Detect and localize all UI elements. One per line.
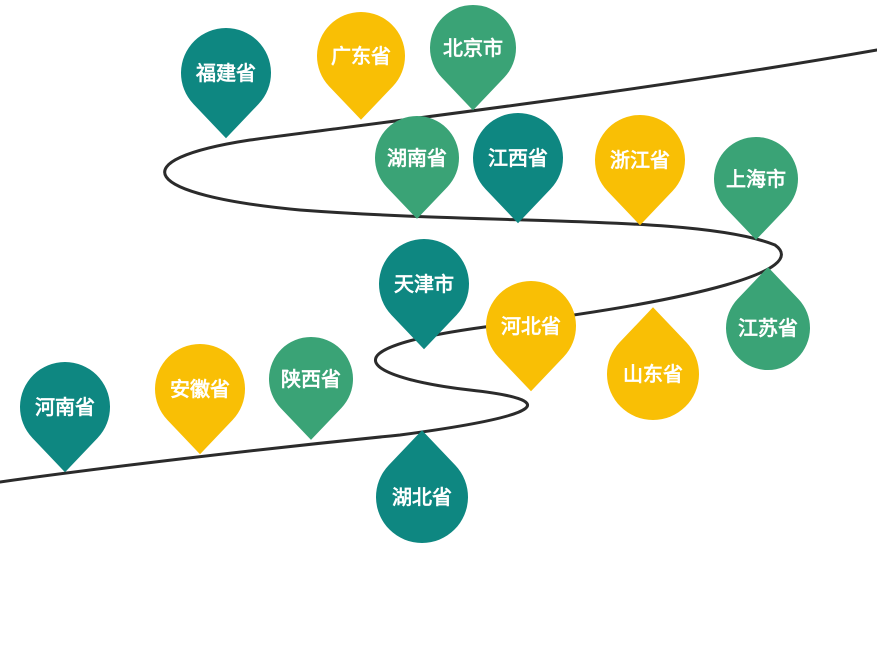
pin-label-guangdong: 广东省 [331, 44, 391, 68]
pin-hunan: 湖南省 [375, 115, 460, 219]
pin-label-shandong: 山东省 [623, 362, 683, 386]
pin-jiangsu: 江苏省 [726, 267, 810, 370]
pin-shanghai: 上海市 [713, 137, 799, 240]
pin-marker-anhui [154, 344, 246, 455]
pin-label-anhui: 安徽省 [170, 377, 230, 401]
pin-label-shanghai: 上海市 [726, 167, 786, 191]
pin-hebei: 河北省 [485, 281, 576, 392]
pin-marker-henan [19, 362, 110, 473]
pin-anhui: 安徽省 [154, 344, 246, 455]
pin-zhejiang: 浙江省 [595, 114, 685, 226]
pin-marker-tianjin [378, 238, 470, 350]
pin-label-zhejiang: 浙江省 [610, 148, 670, 172]
pin-guangdong: 广东省 [317, 12, 406, 120]
pin-beijing: 北京市 [429, 5, 516, 111]
pin-label-tianjin: 天津市 [394, 272, 454, 296]
pin-label-hunan: 湖南省 [387, 146, 447, 170]
pin-hubei: 湖北省 [376, 430, 469, 543]
pin-label-hebei: 河北省 [501, 314, 561, 338]
pin-marker-hebei [485, 281, 576, 392]
pin-label-jiangxi: 江西省 [488, 146, 548, 170]
pin-marker-fujian [181, 28, 271, 139]
pin-marker-guangdong [317, 12, 406, 120]
pin-marker-beijing [429, 5, 516, 111]
pin-label-beijing: 北京市 [443, 36, 503, 60]
pin-label-shaanxi: 陕西省 [281, 367, 341, 391]
pin-label-fujian: 福建省 [195, 61, 256, 85]
pin-fujian: 福建省 [181, 28, 271, 139]
pin-label-hubei: 湖北省 [392, 485, 452, 509]
pin-marker-hunan [375, 115, 460, 219]
pin-marker-shanghai [713, 137, 799, 240]
pin-marker-jiangsu [726, 267, 810, 370]
pin-marker-shaanxi [269, 336, 354, 440]
pin-marker-zhejiang [595, 114, 685, 226]
pin-marker-shandong [607, 307, 699, 421]
pin-marker-hubei [376, 430, 469, 543]
pin-shaanxi: 陕西省 [269, 336, 354, 440]
pin-marker-jiangxi [472, 112, 563, 224]
pin-label-henan: 河南省 [35, 395, 95, 419]
pin-jiangxi: 江西省 [472, 112, 563, 224]
route-curve [0, 48, 877, 484]
pin-shandong: 山东省 [607, 307, 699, 421]
pin-label-jiangsu: 江苏省 [738, 316, 798, 340]
pin-tianjin: 天津市 [378, 238, 470, 350]
pin-henan: 河南省 [19, 362, 110, 473]
